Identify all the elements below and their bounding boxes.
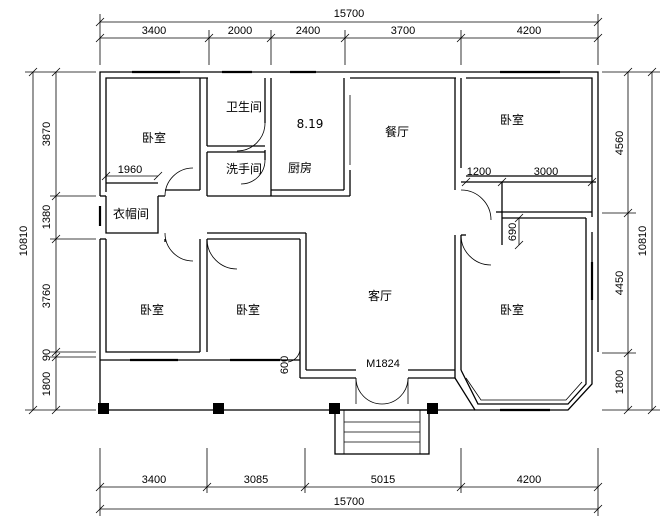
label-kitchen: 厨房: [288, 160, 312, 175]
dim-top-seg-2: 2000: [228, 25, 252, 37]
label-door-m1824: M1824: [366, 358, 400, 370]
dim-top-total: 15700: [334, 8, 365, 20]
doors: [164, 90, 492, 405]
columns: [98, 403, 438, 414]
label-kitchen-note: 8.19: [297, 117, 324, 131]
room-labels: 卧室 卫生间 洗手间 8.19 厨房 餐厅 卧室 衣帽间 卧室 卧室 客厅 卧室…: [113, 100, 524, 370]
label-washroom: 洗手间: [226, 162, 262, 176]
dim-bottom-seg-1: 3400: [142, 474, 166, 486]
internal-dimensions: 1960 1200 3000 690 600: [101, 164, 597, 374]
dim-right-seg-3: 1800: [614, 370, 626, 394]
dim-right-seg-2: 4450: [614, 271, 626, 295]
dim-bottom-seg-3: 5015: [371, 474, 395, 486]
windows: [98, 70, 594, 412]
label-bedroom-top-left: 卧室: [142, 130, 166, 145]
label-living: 客厅: [368, 288, 392, 303]
dim-right-total: 10810: [637, 226, 649, 257]
dim-left-seg-5: 1800: [41, 372, 53, 396]
label-dining: 餐厅: [385, 124, 409, 139]
dim-left-seg-1: 3870: [41, 122, 53, 146]
label-bathroom: 卫生间: [226, 100, 262, 114]
dim-1200: 1200: [467, 166, 491, 178]
dim-top-seg-3: 2400: [296, 25, 320, 37]
dim-600: 600: [279, 356, 291, 374]
dim-left-seg-3: 3760: [41, 284, 53, 308]
dim-690: 690: [507, 223, 519, 241]
dim-bottom-seg-2: 3085: [244, 474, 268, 486]
dim-bottom-total: 15700: [334, 496, 365, 508]
bottom-dimension-chain: 3400 3085 5015 4200 15700: [95, 448, 603, 516]
label-bedroom-mid: 卧室: [236, 302, 260, 317]
dim-left-seg-2: 1380: [41, 205, 53, 229]
dim-3000: 3000: [534, 166, 558, 178]
label-bedroom-mid-left: 卧室: [140, 302, 164, 317]
dim-top-seg-1: 3400: [142, 25, 166, 37]
label-closet: 衣帽间: [113, 206, 149, 221]
dim-bottom-seg-4: 4200: [517, 474, 541, 486]
top-dimension-chain: 15700 3400 2000 2400 3700 4200: [95, 8, 603, 65]
label-bedroom-bottom-right: 卧室: [500, 302, 524, 317]
dim-left-total: 10810: [18, 226, 30, 257]
dim-top-seg-5: 4200: [517, 25, 541, 37]
dim-closet-1960: 1960: [118, 164, 142, 176]
right-dimension-chain: 4560 4450 1800 10810: [602, 67, 660, 415]
label-bedroom-top-right: 卧室: [500, 112, 524, 127]
dim-right-seg-1: 4560: [614, 131, 626, 155]
left-dimension-chain: 10810 3870 1380 3760 90 1800: [18, 67, 96, 415]
dim-left-seg-4: 90: [41, 349, 53, 361]
entrance-stairs: [334, 409, 430, 455]
dim-top-seg-4: 3700: [391, 25, 415, 37]
